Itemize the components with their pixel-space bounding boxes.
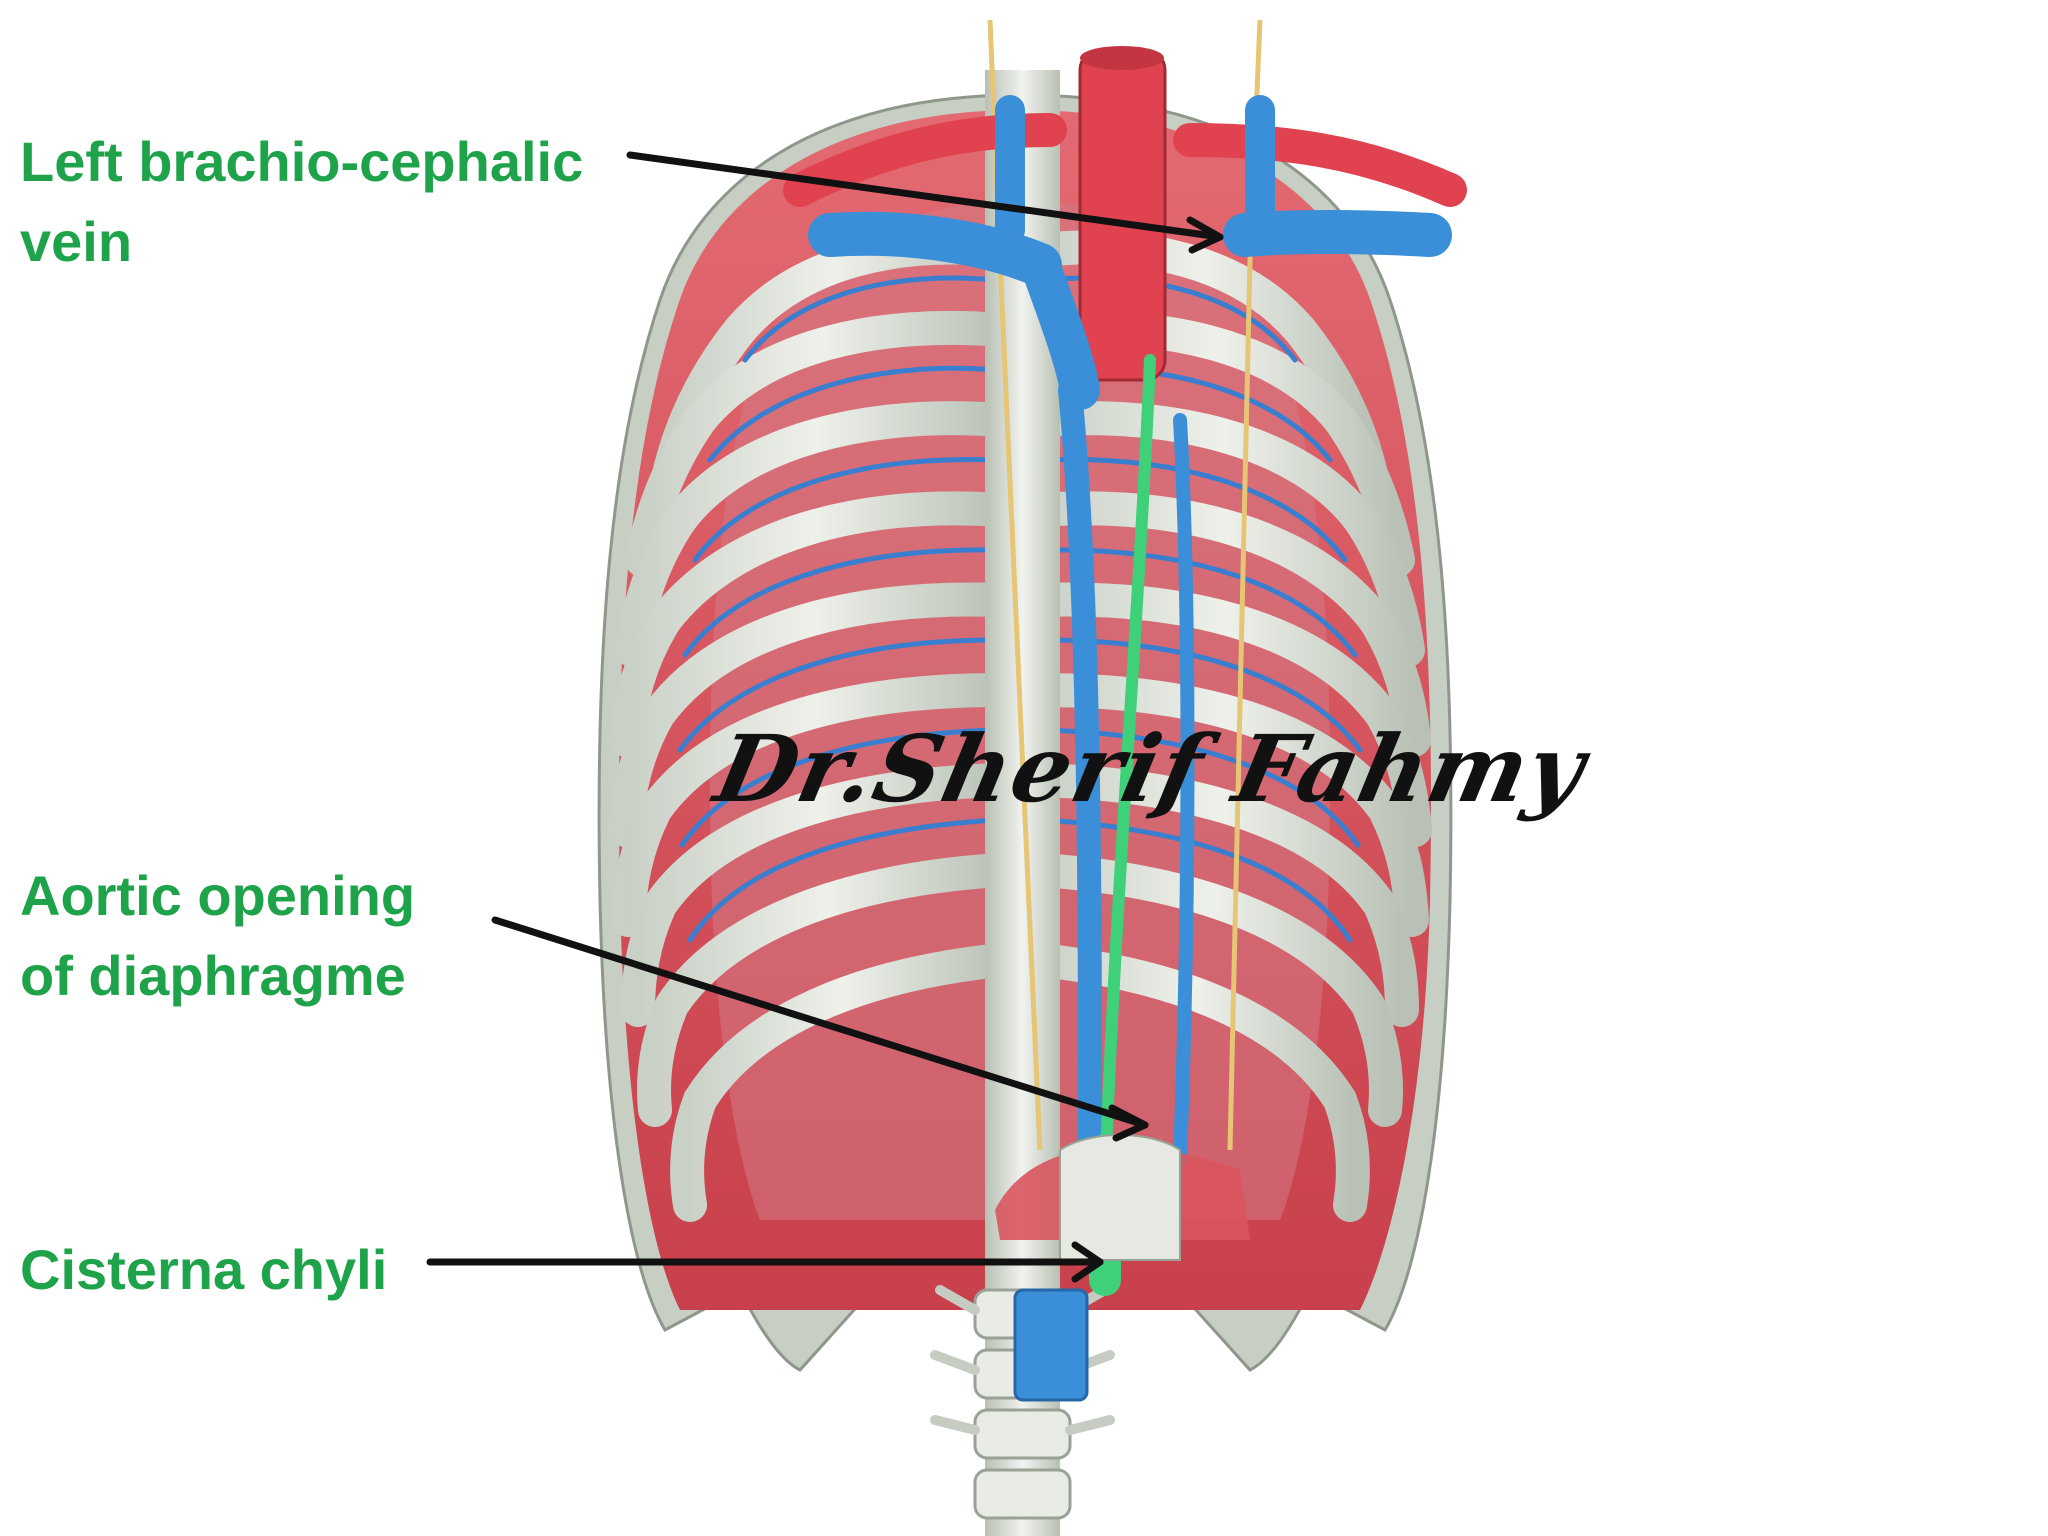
label-aortic-opening: Aortic opening of diaphragme [20, 856, 415, 1016]
label-line: Aortic opening [20, 864, 416, 927]
aorta [1078, 46, 1167, 382]
pointer-arrows [426, 151, 1224, 1283]
veins [808, 95, 1452, 1172]
label-cisterna-chyli: Cisterna chyli [20, 1230, 387, 1310]
diaphragm [995, 1134, 1250, 1261]
arrow-brachiocephalic [626, 151, 1224, 241]
arrow-aortic-opening [491, 916, 1149, 1129]
label-line: Left brachio-cephalic [20, 130, 584, 193]
label-left-brachiocephalic-vein: Left brachio-cephalic vein [20, 122, 583, 282]
inferior-vena-cava [1013, 1288, 1089, 1402]
label-line: vein [20, 210, 133, 273]
watermark-signature: Dr.Sherif Fahmy [706, 715, 1596, 823]
label-line: of diaphragme [20, 944, 406, 1007]
label-line: Cisterna chyli [20, 1238, 388, 1301]
